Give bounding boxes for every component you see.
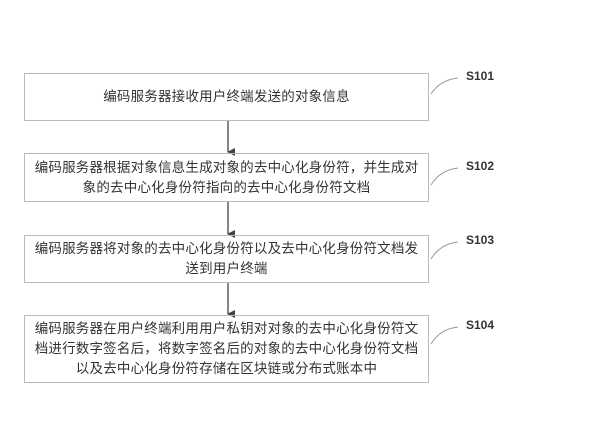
step-box-s103: 编码服务器将对象的去中心化身份符以及去中心化身份符文档发送到用户终端 <box>24 235 429 283</box>
step-box-s104: 编码服务器在用户终端利用用户私钥对对象的去中心化身份符文档进行数字签名后，将数字… <box>24 315 429 383</box>
step-text: 编码服务器接收用户终端发送的对象信息 <box>103 89 350 105</box>
leader-s102 <box>430 167 459 186</box>
leader-s104 <box>430 326 459 345</box>
step-label-s102: S102 <box>466 159 495 173</box>
step-label-s103: S103 <box>466 233 495 247</box>
step-box-s102: 编码服务器根据对象信息生成对象的去中心化身份符，并生成对象的去中心化身份符指向的… <box>24 153 429 202</box>
step-text: 编码服务器根据对象信息生成对象的去中心化身份符，并生成对象的去中心化身份符指向的… <box>34 159 419 196</box>
step-text: 编码服务器将对象的去中心化身份符以及去中心化身份符文档发送到用户终端 <box>34 241 419 277</box>
step-label-s101: S101 <box>466 69 495 83</box>
step-text: 编码服务器在用户终端利用用户私钥对对象的去中心化身份符文档进行数字签名后，将数字… <box>34 321 419 377</box>
leader-s101 <box>430 77 459 95</box>
step-box-s101: 编码服务器接收用户终端发送的对象信息 <box>24 73 429 121</box>
leader-s103 <box>430 241 459 260</box>
step-label-s104: S104 <box>466 318 495 332</box>
